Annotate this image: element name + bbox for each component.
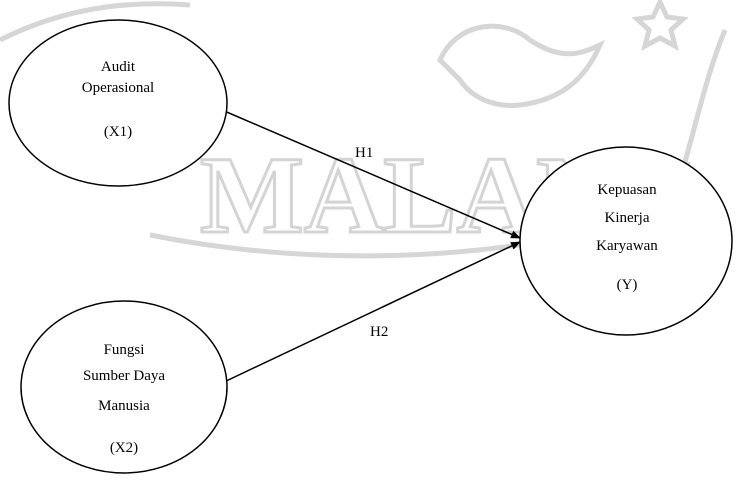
edge-h1 (221, 109, 521, 239)
edge-label-h1: H1 (355, 145, 373, 161)
node-x2-line-2: Sumber Daya (83, 368, 165, 384)
node-y-ellipse (519, 146, 733, 336)
node-y-line-2: Kinerja (605, 210, 650, 226)
node-x1-code: (X1) (104, 124, 132, 140)
node-y-line-3: Karyawan (596, 238, 658, 254)
node-y-code: (Y) (617, 277, 638, 293)
edge-h2 (223, 241, 521, 383)
watermark-star-icon (631, 0, 689, 51)
node-x2-code: (X2) (110, 440, 138, 456)
node-x1-line-2: Operasional (82, 80, 154, 96)
edge-label-h2: H2 (370, 324, 388, 340)
edges: H1 H2 (221, 109, 521, 383)
node-x1: Audit Operasional (X1) (8, 19, 228, 187)
watermark-arc-left-icon (0, 1, 191, 43)
node-y-line-1: Kepuasan (597, 182, 657, 198)
node-x2-ellipse (20, 300, 228, 474)
node-x1-line-1: Audit (101, 59, 136, 75)
node-x2-line-1: Fungsi (104, 342, 145, 358)
node-y: Kepuasan Kinerja Karyawan (Y) (519, 146, 733, 336)
node-x2: Fungsi Sumber Daya Manusia (X2) (20, 300, 228, 474)
node-x1-ellipse (8, 19, 228, 187)
node-x2-line-3: Manusia (98, 398, 150, 414)
watermark-bird-icon (437, 23, 605, 108)
